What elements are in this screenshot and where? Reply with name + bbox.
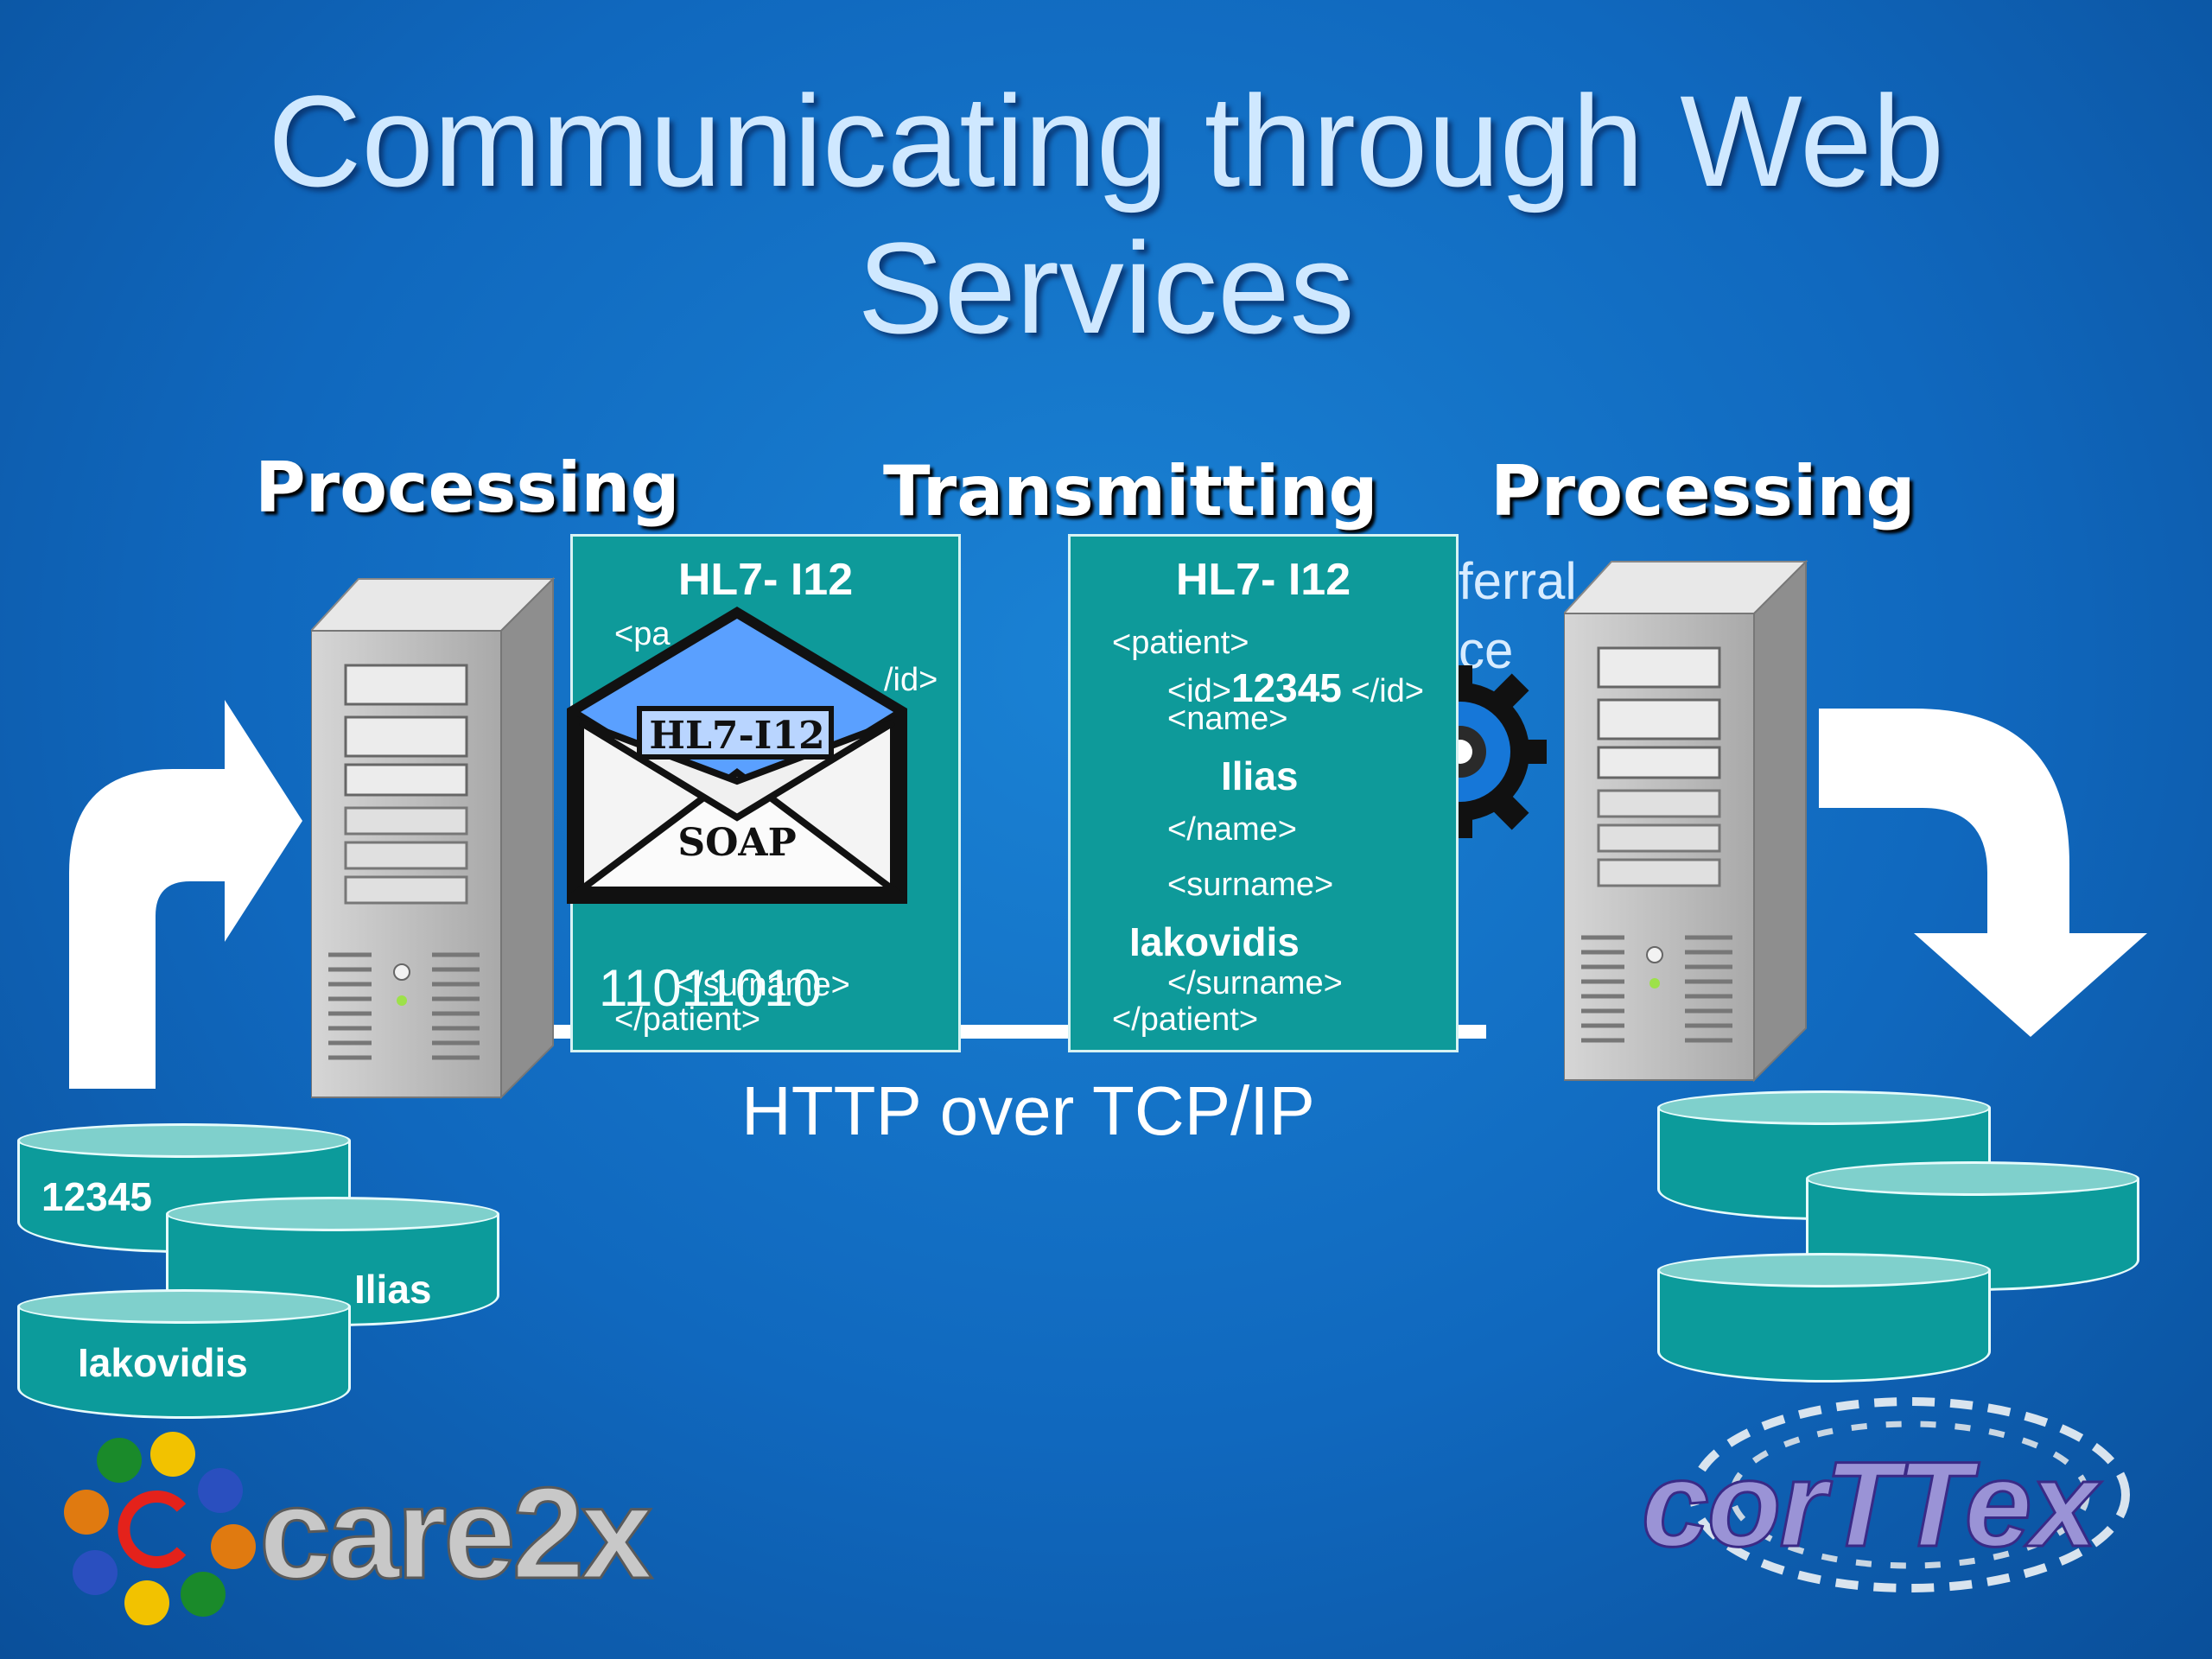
left-db-cylinder-surname: Iakovidis (17, 1289, 351, 1419)
left-panel-surname-close: </surname> (675, 967, 850, 1003)
left-db-surname-value: Iakovidis (78, 1340, 248, 1385)
xml-surname-value: Iakovidis (1129, 919, 1300, 964)
heading-processing-right: Processing (1491, 451, 1916, 531)
care2x-logo-word: care2x (258, 1459, 654, 1607)
corttex-logo-word: corTTex (1640, 1435, 2098, 1573)
care2x-logo-text: care2x (258, 1459, 654, 1608)
binary-stream: 11011010 (599, 959, 823, 1017)
right-db-cylinder-3 (1657, 1253, 1991, 1382)
server-right-icon (1564, 559, 1808, 1083)
xml-name-open: <name> (1167, 701, 1288, 737)
curved-arrow-down-icon (1819, 709, 2147, 1037)
title-line-2: Services (857, 215, 1355, 360)
xml-name-value: Ilias (1221, 753, 1299, 798)
title-line-1: Communicating through Web (268, 68, 1944, 213)
service-text-line-1: ferral (1459, 552, 1577, 610)
left-db-name-value: Ilias (354, 1267, 432, 1312)
soap-envelope-icon (567, 607, 907, 904)
xml-name-close: </name> (1167, 811, 1297, 848)
xml-patient-open: <patient> (1112, 625, 1249, 661)
heading-transmitting: Transmitting (883, 451, 1378, 531)
xml-id-close: </id> (1351, 673, 1424, 709)
corttex-logo-swirl-icon (1689, 1397, 2130, 1592)
corttex-logo-text: corTTex (1640, 1434, 2098, 1574)
right-message-panel: HL7- I12 <patient> <id>12345 </id> <name… (1068, 534, 1459, 1052)
right-panel-title: HL7- I12 (1175, 555, 1351, 605)
server-left-icon (311, 576, 556, 1100)
transport-label: HTTP over TCP/IP (741, 1072, 1315, 1149)
xml-id-open: <id> (1167, 673, 1231, 709)
envelope-body-label: SOAP (677, 821, 797, 865)
left-panel-id-close: /id> (884, 662, 938, 698)
xml-id-value: 12345 (1230, 665, 1342, 710)
left-panel-title: HL7- I12 (677, 555, 854, 605)
xml-patient-close: </patient> (1112, 1001, 1259, 1038)
curved-arrow-up-icon (69, 700, 302, 1089)
left-panel-patient-close: </patient> (614, 1001, 761, 1038)
gear-icon (1443, 665, 1547, 838)
care2x-logo-icon (64, 1432, 256, 1625)
heading-processing-left: Processing (255, 448, 680, 528)
slide-title: Communicating through Web Services (0, 67, 2212, 361)
envelope-header-label: HL7-I12 (649, 714, 825, 758)
xml-surname-close: </surname> (1167, 965, 1343, 1001)
left-panel-patient-open: <pa (614, 616, 671, 652)
xml-surname-open: <surname> (1167, 867, 1334, 903)
left-db-id-value: 12345 (41, 1174, 152, 1219)
